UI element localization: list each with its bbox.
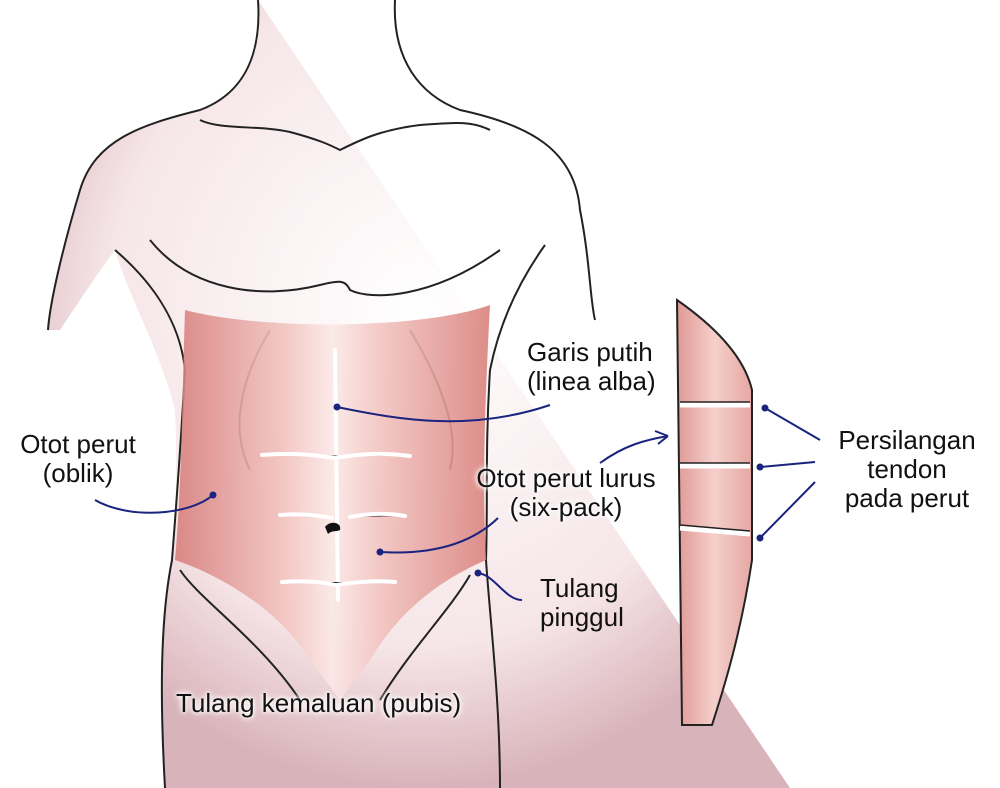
label-oblique: Otot perut (oblik) [8, 430, 148, 488]
label-line: (oblik) [42, 458, 114, 488]
label-tendon-intersections: Persilangan tendon pada perut [822, 426, 992, 513]
label-line: (six-pack) [509, 492, 623, 522]
leader-lines [94, 404, 821, 601]
abdominal-muscle-region [175, 305, 490, 700]
label-line: (linea alba) [527, 366, 656, 396]
label-line: Otot perut [20, 429, 136, 459]
label-line: Otot perut lurus [476, 463, 656, 493]
rectus-cross-section [675, 298, 753, 726]
label-linea-alba: Garis putih (linea alba) [527, 338, 656, 396]
label-line: tendon [867, 454, 947, 484]
label-line: pinggul [540, 602, 624, 632]
label-line: Persilangan [838, 425, 976, 455]
navel [325, 522, 341, 534]
label-hip-bone: Tulang pinggul [540, 574, 624, 632]
leader-dots [209, 403, 769, 577]
label-pubis: Tulang kemaluan (pubis) [176, 688, 462, 718]
label-line: Tulang [540, 573, 619, 603]
label-line: Garis putih [527, 337, 653, 367]
label-rectus: Otot perut lurus (six-pack) [458, 464, 674, 522]
label-line: pada perut [844, 483, 970, 513]
tendon-intersections [260, 348, 412, 602]
